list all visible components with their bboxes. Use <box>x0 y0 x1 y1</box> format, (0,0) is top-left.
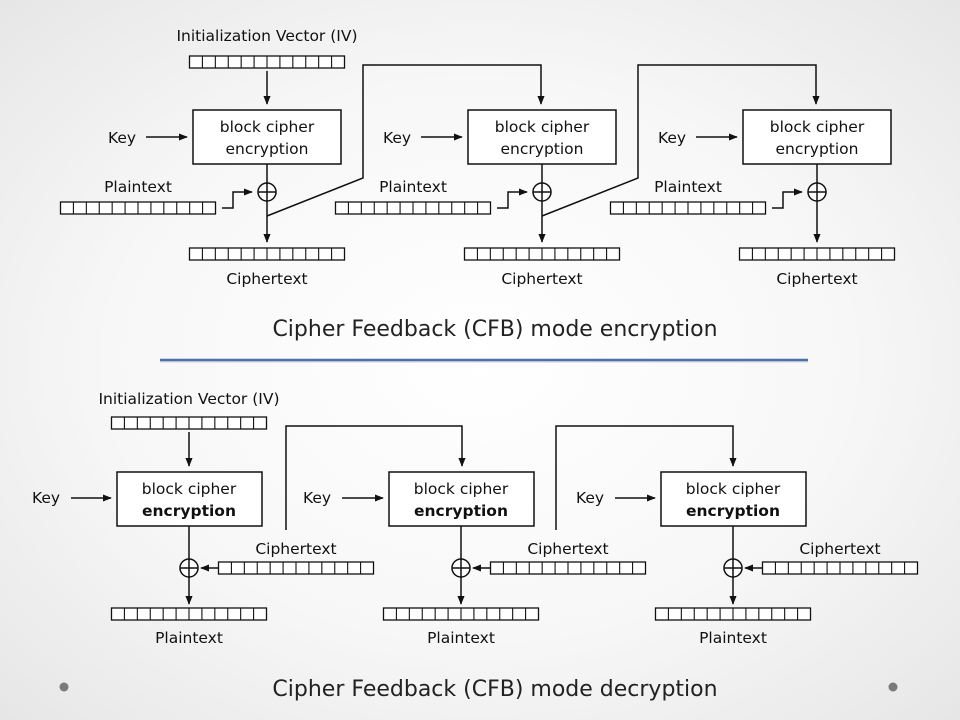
enc-plaintext-register <box>609 201 767 215</box>
enc-iv-register <box>188 55 346 69</box>
dec-box-line1: block cipher <box>414 480 509 498</box>
dec-plaintext-register <box>110 607 268 621</box>
enc-ciphertext-label: Ciphertext <box>501 270 582 288</box>
enc-ciphertext-register <box>463 247 621 261</box>
enc-key-label: Key <box>658 129 686 147</box>
dec-xor-2 <box>451 558 471 578</box>
dec-plaintext-label: Plaintext <box>155 629 223 647</box>
enc-stage-2: block cipher encryption Key Plaintext Ci… <box>334 109 621 288</box>
enc-box-line2: encryption <box>501 140 584 158</box>
dec-ciphertext-register <box>489 561 647 575</box>
dec-stage-1: block cipher encryption Key Ciphertext P… <box>32 416 375 647</box>
dec-plaintext-register <box>654 607 812 621</box>
enc-ciphertext-register <box>188 247 346 261</box>
enc-block-cipher-box-3 <box>742 109 892 165</box>
dec-box-line1: block cipher <box>142 480 237 498</box>
enc-box-line2: encryption <box>776 140 859 158</box>
dec-plaintext-register <box>382 607 540 621</box>
enc-plaintext-register <box>59 201 217 215</box>
enc-feedback-line-1 <box>266 64 545 217</box>
dec-box-line2: encryption <box>686 502 780 520</box>
enc-box-line2: encryption <box>226 140 309 158</box>
dec-stage-3: block cipher encryption Key Ciphertext P… <box>576 471 919 647</box>
enc-block-cipher-box-2 <box>467 109 617 165</box>
dec-block-cipher-box-1 <box>116 471 263 527</box>
dec-iv-label: Initialization Vector (IV) <box>98 390 279 408</box>
dec-plaintext-label: Plaintext <box>699 629 767 647</box>
enc-stage-1: block cipher encryption Key Plaintext Ci… <box>59 55 346 288</box>
dec-ciphertext-label: Ciphertext <box>255 540 336 558</box>
enc-iv-label: Initialization Vector (IV) <box>176 27 357 45</box>
enc-plaintext-label: Plaintext <box>104 178 172 196</box>
enc-feedback-line-2 <box>541 64 820 217</box>
dec-key-label: Key <box>576 489 604 507</box>
enc-caption: Cipher Feedback (CFB) mode encryption <box>272 317 717 342</box>
dec-xor-1 <box>179 558 199 578</box>
dec-ciphertext-register <box>217 561 375 575</box>
dec-caption: Cipher Feedback (CFB) mode decryption <box>272 677 717 702</box>
enc-xor-1 <box>257 182 277 202</box>
enc-box-line1: block cipher <box>220 118 315 136</box>
enc-stage-3: block cipher encryption Key Plaintext Ci… <box>609 109 896 288</box>
dec-xor-3 <box>723 558 743 578</box>
enc-xor-3 <box>807 182 827 202</box>
dec-ciphertext-register <box>761 561 919 575</box>
enc-plaintext-label: Plaintext <box>379 178 447 196</box>
dec-key-label: Key <box>32 489 60 507</box>
enc-ciphertext-register <box>738 247 896 261</box>
enc-key-label: Key <box>108 129 136 147</box>
prev-slide-dot[interactable] <box>59 682 69 692</box>
enc-box-line1: block cipher <box>495 118 590 136</box>
enc-box-line1: block cipher <box>770 118 865 136</box>
next-slide-dot[interactable] <box>888 682 898 692</box>
dec-iv-register <box>110 416 268 430</box>
dec-key-label: Key <box>303 489 331 507</box>
dec-box-line2: encryption <box>142 502 236 520</box>
enc-ciphertext-label: Ciphertext <box>226 270 307 288</box>
encryption-diagram: Initialization Vector (IV) block cipher … <box>59 27 896 342</box>
dec-ciphertext-label: Ciphertext <box>527 540 608 558</box>
dec-block-cipher-box-3 <box>660 471 807 527</box>
dec-plaintext-label: Plaintext <box>427 629 495 647</box>
dec-box-line2: encryption <box>414 502 508 520</box>
enc-key-label: Key <box>383 129 411 147</box>
enc-xor-2 <box>532 182 552 202</box>
enc-ciphertext-label: Ciphertext <box>776 270 857 288</box>
enc-plaintext-register <box>334 201 492 215</box>
dec-feedback-line-1 <box>285 425 466 530</box>
enc-plaintext-label: Plaintext <box>654 178 722 196</box>
dec-ciphertext-label: Ciphertext <box>799 540 880 558</box>
dec-box-line1: block cipher <box>686 480 781 498</box>
decryption-diagram: Initialization Vector (IV) block cipher … <box>32 390 919 702</box>
enc-block-cipher-box-1 <box>192 109 342 165</box>
dec-feedback-line-2 <box>555 425 737 530</box>
dec-stage-2: block cipher encryption Key Ciphertext P… <box>303 471 647 647</box>
